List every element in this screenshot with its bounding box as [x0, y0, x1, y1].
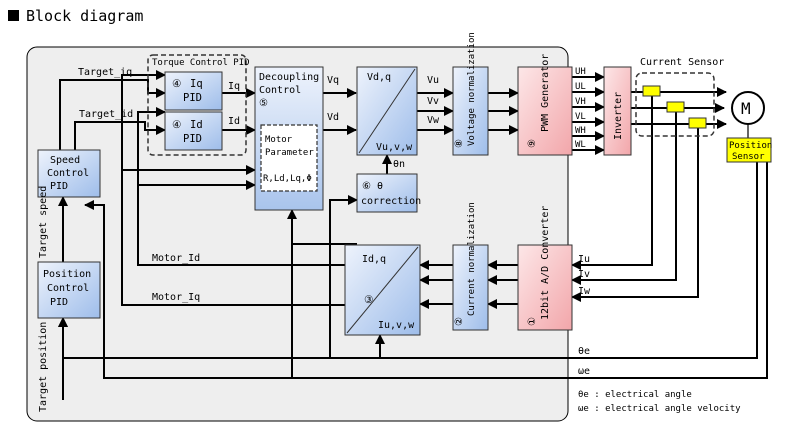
current-sensor-w	[688, 117, 707, 129]
position-sensor-line2: Sensor	[732, 152, 765, 162]
motor-param-line3: R,Ld,Lq,Φ	[263, 174, 312, 184]
wl-label: WL	[575, 140, 586, 150]
current-sensor-u	[642, 85, 661, 97]
inverter-block: Inverter	[603, 66, 632, 156]
vl-label: VL	[575, 112, 586, 122]
vd-label: Vd	[327, 112, 339, 123]
diagram-title: Block diagram	[26, 7, 143, 25]
signal-labels: Target_iq Target_id Iq Id Vq Vd Vu Vv Vw…	[38, 67, 591, 412]
controller-panel	[26, 46, 569, 422]
decoupling-line1: Decoupling	[259, 72, 319, 83]
position-pid-line3: PID	[50, 297, 68, 308]
theta-n-label: θn	[393, 159, 405, 170]
iu-label: Iu	[578, 254, 590, 265]
id-label: Id	[228, 116, 240, 127]
vq-label: Vq	[327, 75, 339, 86]
adc-block: 12bit A/D Converter ①	[517, 206, 573, 331]
id-pid-block: ④ Id PID	[164, 111, 223, 151]
current-sensor-label: Current Sensor	[640, 57, 724, 68]
vdq-top-label: Vd,q	[367, 72, 391, 83]
vv-label: Vv	[427, 96, 439, 107]
decoupling-line2: Control	[259, 85, 301, 96]
adc-label: 12bit A/D Converter	[540, 206, 551, 320]
iw-label: Iw	[578, 286, 591, 297]
current-normalization-block: Current normalization ②	[452, 202, 489, 331]
target-position-label: Target position	[38, 322, 49, 412]
curr-norm-num: ②	[454, 317, 465, 326]
vu-label: Vu	[427, 75, 439, 86]
position-sensor-line1: Position	[729, 141, 772, 151]
idq-bottom-label: Iu,v,w	[378, 320, 415, 331]
pwm-generator-block: PWM Generator ⑨	[517, 54, 573, 156]
id-pid-line1: Id	[190, 119, 203, 131]
motor-parameter-block: Motor Parameter R,Ld,Lq,Φ	[260, 124, 318, 192]
pwm-num: ⑨	[527, 139, 538, 148]
legend-omega-e: ωe : electrical angle velocity	[578, 404, 741, 414]
position-pid-line2: Control	[47, 283, 89, 294]
iq-pid-block: ④ Iq PID	[164, 71, 223, 111]
torque-control-label: Torque Control PID	[152, 58, 250, 68]
position-pid-block: Position Control PID	[37, 261, 101, 319]
legend-theta-e: θe : electrical angle	[578, 390, 692, 400]
position-sensor-block: Position Sensor	[726, 137, 772, 163]
current-sensor-group	[635, 72, 715, 137]
motor-param-line2: Parameter	[265, 148, 314, 158]
adc-num: ①	[527, 317, 538, 326]
iv-label: Iv	[578, 269, 590, 280]
curr-norm-label: Current normalization	[467, 202, 477, 316]
volt-norm-num: ⑧	[454, 139, 465, 148]
speed-pid-line1: Speed	[50, 155, 80, 166]
ul-label: UL	[575, 82, 586, 92]
idq-transform-block: Id,q ③ Iu,v,w	[344, 244, 421, 336]
omega-e-label: ωe	[578, 366, 590, 377]
speed-pid-block: Speed Control PID	[37, 149, 101, 198]
pwm-label: PWM Generator	[540, 54, 551, 132]
theta-correction-block: ⑥ θ correction	[356, 173, 421, 213]
speed-pid-line2: Control	[47, 168, 89, 179]
motor-label: M	[741, 99, 751, 118]
id-pid-num: ④	[172, 119, 182, 131]
theta-corr-line1: ⑥ θ	[362, 181, 383, 192]
motor-param-line1: Motor	[265, 135, 293, 145]
signal-wires	[58, 70, 768, 400]
vh-label: VH	[575, 97, 586, 107]
torque-control-group	[147, 54, 247, 156]
iq-label: Iq	[228, 81, 240, 92]
id-pid-line2: PID	[183, 133, 202, 145]
inverter-label: Inverter	[613, 92, 624, 140]
current-sensor-v	[666, 101, 685, 113]
wh-label: WH	[575, 126, 586, 136]
uh-label: UH	[575, 67, 586, 77]
target-speed-label: Target speed	[38, 186, 49, 258]
motor-id-label: Motor_Id	[152, 253, 200, 264]
voltage-normalization-block: Voltage normalization ⑧	[452, 32, 489, 156]
iq-pid-num: ④	[172, 78, 182, 90]
vdq-bottom-label: Vu,v,w	[376, 142, 413, 153]
theta-e-label: θe	[578, 346, 590, 357]
iq-pid-line2: PID	[183, 92, 202, 104]
target-id-label: Target_id	[79, 109, 133, 120]
idq-num: ③	[364, 294, 374, 306]
vw-label: Vw	[427, 115, 440, 126]
idq-top-label: Id,q	[362, 254, 386, 265]
decoupling-num: ⑤	[259, 98, 268, 109]
motor-iq-label: Motor_Iq	[152, 292, 200, 303]
iq-pid-line1: Iq	[190, 78, 203, 90]
volt-norm-label: Voltage normalization	[467, 32, 477, 146]
position-pid-line1: Position	[43, 269, 91, 280]
title-bullet	[8, 10, 19, 21]
target-iq-label: Target_iq	[78, 67, 132, 78]
theta-corr-line2: correction	[361, 196, 421, 207]
motor-icon	[731, 91, 765, 125]
vdq-transform-block: Vd,q Vu,v,w	[356, 66, 418, 156]
speed-pid-line3: PID	[50, 181, 68, 192]
